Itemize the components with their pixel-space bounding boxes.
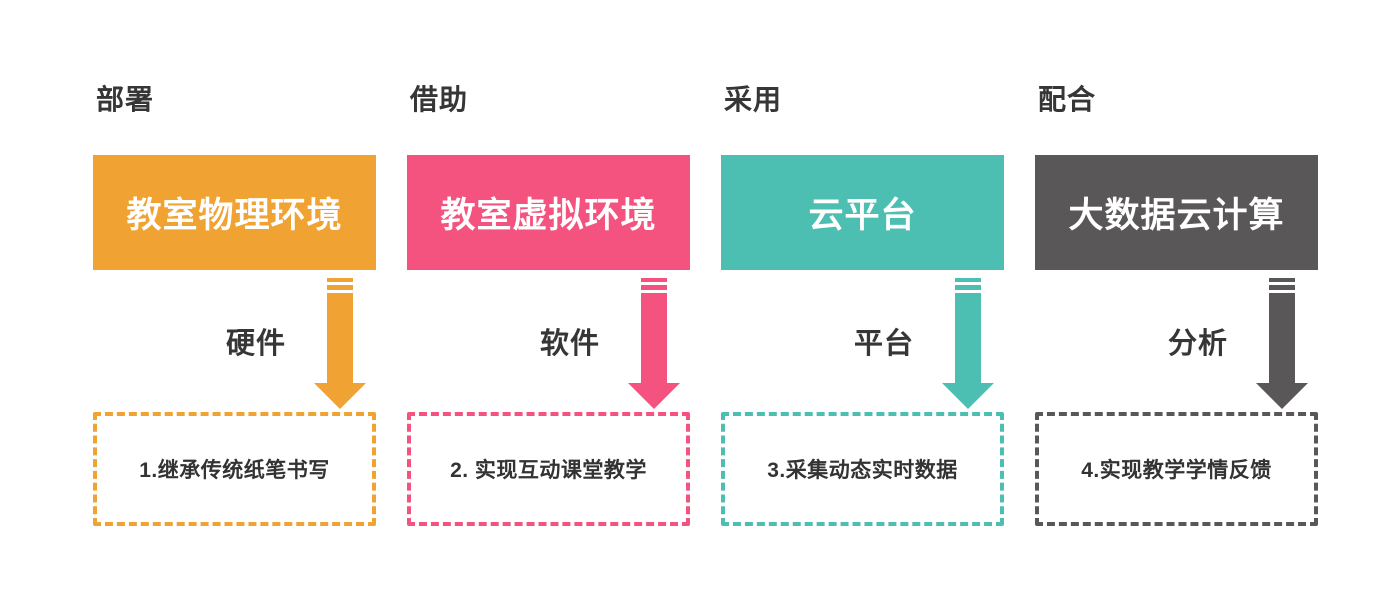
diagram-columns: 部署 教室物理环境 硬件 1.继承传统纸笔书写 借助 教室虚拟环境 软件 (93, 85, 1318, 526)
arrow-head (628, 383, 680, 409)
stage-box: 大数据云计算 (1035, 155, 1318, 270)
down-arrow-icon (1256, 278, 1308, 409)
result-box: 3.采集动态实时数据 (721, 412, 1004, 526)
stage-column-virtual-environment: 借助 教室虚拟环境 软件 2. 实现互动课堂教学 (407, 85, 690, 526)
down-arrow-icon (628, 278, 680, 409)
stage-column-big-data-cloud-computing: 配合 大数据云计算 分析 4.实现教学学情反馈 (1035, 85, 1318, 526)
arrow-head (1256, 383, 1308, 409)
arrow-stripe (955, 278, 981, 282)
stage-column-physical-environment: 部署 教室物理环境 硬件 1.继承传统纸笔书写 (93, 85, 376, 526)
stage-action-label: 采用 (724, 84, 783, 115)
stage-box: 教室虚拟环境 (407, 155, 690, 270)
stage-action-label: 部署 (96, 84, 155, 115)
arrow-stripe (327, 285, 353, 290)
arrow-shaft (1269, 293, 1295, 383)
arrow-stripe (955, 285, 981, 290)
arrow-section: 硬件 (93, 270, 376, 412)
arrow-section: 软件 (407, 270, 690, 412)
arrow-label: 硬件 (225, 328, 286, 360)
result-box: 4.实现教学学情反馈 (1035, 412, 1318, 526)
down-arrow-icon (942, 278, 994, 409)
arrow-label: 软件 (539, 328, 600, 360)
arrow-shaft (955, 293, 981, 383)
stage-action-label: 配合 (1038, 84, 1097, 115)
result-box: 2. 实现互动课堂教学 (407, 412, 690, 526)
stage-action-label: 借助 (410, 84, 469, 115)
arrow-label: 平台 (853, 328, 914, 360)
result-box: 1.继承传统纸笔书写 (93, 412, 376, 526)
arrow-section: 分析 (1035, 270, 1318, 412)
arrow-label: 分析 (1167, 328, 1228, 360)
down-arrow-icon (314, 278, 366, 409)
arrow-head (314, 383, 366, 409)
arrow-stripe (641, 285, 667, 290)
arrow-head (942, 383, 994, 409)
stage-box: 教室物理环境 (93, 155, 376, 270)
arrow-shaft (327, 293, 353, 383)
arrow-stripe (327, 278, 353, 282)
stage-box: 云平台 (721, 155, 1004, 270)
arrow-stripe (641, 278, 667, 282)
arrow-stripe (1269, 285, 1295, 290)
arrow-section: 平台 (721, 270, 1004, 412)
stage-column-cloud-platform: 采用 云平台 平台 3.采集动态实时数据 (721, 85, 1004, 526)
arrow-stripe (1269, 278, 1295, 282)
arrow-shaft (641, 293, 667, 383)
